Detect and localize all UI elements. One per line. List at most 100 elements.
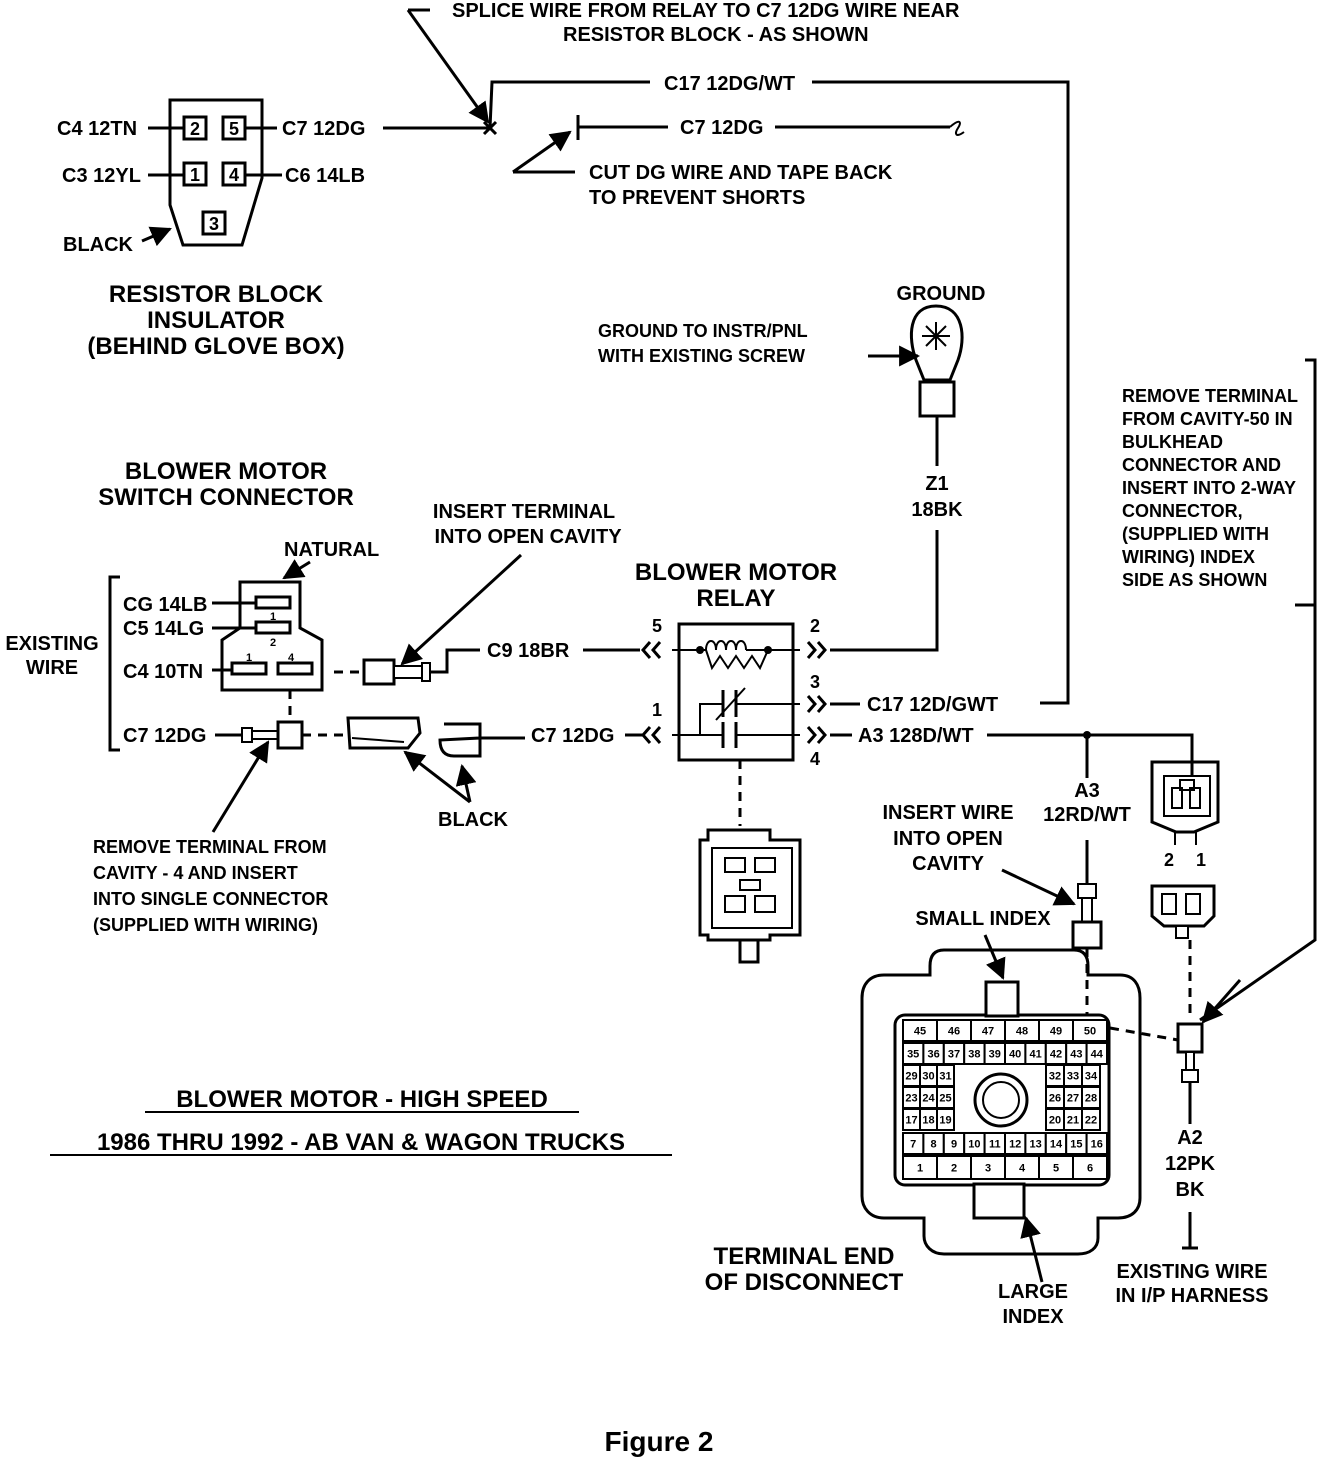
small-index-label: SMALL INDEX (915, 908, 1051, 930)
cavity-label-25: 25 (939, 1093, 951, 1105)
black-label: BLACK (438, 809, 509, 831)
a2-color-label: BK (1176, 1179, 1205, 1201)
existing-ip-line2: IN I/P HARNESS (1116, 1285, 1269, 1307)
cavity-label-20: 20 (1049, 1115, 1061, 1127)
relay-pin-4: 4 (810, 749, 820, 769)
switch-title-1: BLOWER MOTOR (125, 458, 327, 485)
cavity-label-11: 11 (989, 1139, 1001, 1151)
cavity-label-5: 5 (1053, 1163, 1059, 1175)
a3-relay-label: A3 128D/WT (858, 725, 974, 747)
existing-ip-line1: EXISTING WIRE (1116, 1261, 1267, 1283)
switch-title-2: SWITCH CONNECTOR (98, 484, 354, 511)
remove-cavity50-callout: REMOVE TERMINAL FROM CAVITY-50 IN BULKHE… (1122, 358, 1317, 1024)
c17-wire-right (812, 80, 1070, 705)
cavity-16 (1085, 1132, 1108, 1155)
cavity-label-23: 23 (905, 1093, 917, 1105)
cavity-label-8: 8 (931, 1139, 937, 1151)
cavity-label-49: 49 (1050, 1026, 1062, 1038)
relay-pin-3: 3 (810, 672, 820, 692)
cavity-label-37: 37 (948, 1049, 960, 1061)
cavity-label-41: 41 (1029, 1049, 1041, 1061)
wire-c4-10tn: C4 10TN (123, 661, 203, 683)
svg-text:INTO SINGLE CONNECTOR: INTO SINGLE CONNECTOR (93, 889, 328, 909)
splice-callout-line1: SPLICE WIRE FROM RELAY TO C7 12DG WIRE N… (452, 0, 960, 22)
insert-wire-line3: CAVITY (912, 853, 985, 875)
cavity-label-43: 43 (1070, 1049, 1082, 1061)
svg-text:4: 4 (229, 165, 239, 185)
natural-label: NATURAL (284, 539, 379, 561)
svg-text:REMOVE TERMINAL FROM: REMOVE TERMINAL FROM (93, 837, 327, 857)
wire-c3-12yl: C3 12YL (62, 165, 141, 187)
z1-gauge-label: 18BK (911, 499, 963, 521)
two-way-pin-2: 2 (1164, 850, 1174, 870)
cavity-label-17: 17 (905, 1115, 917, 1127)
cavity-label-10: 10 (968, 1139, 980, 1151)
ground-terminal: GROUND GROUND TO INSTR/PNL WITH EXISTING… (598, 283, 985, 521)
svg-text:3: 3 (209, 214, 219, 234)
cavity-label-22: 22 (1085, 1115, 1097, 1127)
insert-wire-line1: INSERT WIRE (882, 802, 1013, 824)
relay-pin-5: 5 (652, 616, 662, 636)
cut-callout-line1: CUT DG WIRE AND TAPE BACK (589, 162, 893, 184)
svg-text:BULKHEAD: BULKHEAD (1122, 432, 1223, 452)
insert-terminal-line1: INSERT TERMINAL (433, 501, 615, 523)
cavity-label-13: 13 (1029, 1139, 1041, 1151)
cavity-22 (1081, 1108, 1101, 1131)
single-connector (362, 658, 396, 686)
wire-c5-14lg: C5 14LG (123, 618, 204, 640)
cavity-label-27: 27 (1067, 1093, 1079, 1105)
cavity-label-9: 9 (951, 1139, 957, 1151)
cavity-label-44: 44 (1091, 1049, 1104, 1061)
cavity-label-28: 28 (1085, 1093, 1097, 1105)
a3-gauge-label: 12RD/WT (1043, 804, 1131, 826)
cavity-label-3: 3 (985, 1163, 991, 1175)
cavity-label-47: 47 (982, 1026, 994, 1038)
svg-text:FROM CAVITY-50 IN: FROM CAVITY-50 IN (1122, 409, 1293, 429)
two-way-connector: 2 1 A2 12PK BK EXISTING WIRE IN I/P HARN… (1116, 760, 1269, 1307)
a3-label: A3 (1074, 780, 1100, 802)
cavity-label-42: 42 (1050, 1049, 1062, 1061)
cavity-label-40: 40 (1009, 1049, 1021, 1061)
cavity-label-29: 29 (905, 1071, 917, 1083)
svg-text:(SUPPLIED WITH WIRING): (SUPPLIED WITH WIRING) (93, 915, 318, 935)
cavity-label-48: 48 (1016, 1026, 1028, 1038)
cavity-label-6: 6 (1087, 1163, 1093, 1175)
insert-wire-line2: INTO OPEN (893, 828, 1003, 850)
resistor-black-label: BLACK (63, 234, 134, 256)
cavity-label-16: 16 (1091, 1139, 1103, 1151)
blower-switch-connector: BLOWER MOTOR SWITCH CONNECTOR NATURAL 1 … (5, 458, 525, 831)
blower-motor-relay: BLOWER MOTOR RELAY 5 2 3 1 4 (635, 559, 837, 964)
wire-break-mark (949, 120, 965, 136)
c17-wire-top-left (488, 80, 650, 129)
disconnect-caption-1: TERMINAL END (714, 1243, 895, 1270)
resistor-block-title-1: RESISTOR BLOCK (109, 281, 324, 308)
svg-text:2: 2 (190, 119, 200, 139)
ground-callout-line1: GROUND TO INSTR/PNL (598, 321, 808, 341)
cavity-label-32: 32 (1049, 1071, 1061, 1083)
cavity-50 (1072, 1019, 1108, 1042)
a2-label: A2 (1177, 1127, 1203, 1149)
wire-c7-12dg-switch: C7 12DG (123, 725, 206, 747)
svg-text:SIDE AS SHOWN: SIDE AS SHOWN (1122, 570, 1267, 590)
resistor-block: 2 5 1 4 3 C4 12TN C7 12DG C3 12YL C6 14L… (57, 98, 365, 360)
a3-wire (987, 733, 1194, 780)
cavity-label-1: 1 (917, 1163, 923, 1175)
diagram-title: BLOWER MOTOR - HIGH SPEED 1986 THRU 1992… (50, 1086, 672, 1156)
wire-cg-14lb: CG 14LB (123, 594, 207, 616)
relay-title-2: RELAY (696, 585, 775, 612)
cavity-label-12: 12 (1009, 1139, 1021, 1151)
relay-title-1: BLOWER MOTOR (635, 559, 837, 586)
cavity-label-46: 46 (948, 1026, 960, 1038)
svg-text:1: 1 (190, 165, 200, 185)
c9-label: C9 18BR (487, 640, 570, 662)
ground-callout-line2: WITH EXISTING SCREW (598, 346, 805, 366)
cavity-label-50: 50 (1084, 1026, 1096, 1038)
two-way-pin-1: 1 (1196, 850, 1206, 870)
cavity-label-31: 31 (939, 1071, 951, 1083)
wire-c7-12dg-resistor: C7 12DG (282, 118, 365, 140)
splice-callout-line2: RESISTOR BLOCK - AS SHOWN (563, 24, 869, 46)
figure-caption: Figure 2 (605, 1426, 714, 1457)
disconnect-caption-2: OF DISCONNECT (705, 1269, 904, 1296)
resistor-cavity-3 (201, 210, 227, 236)
